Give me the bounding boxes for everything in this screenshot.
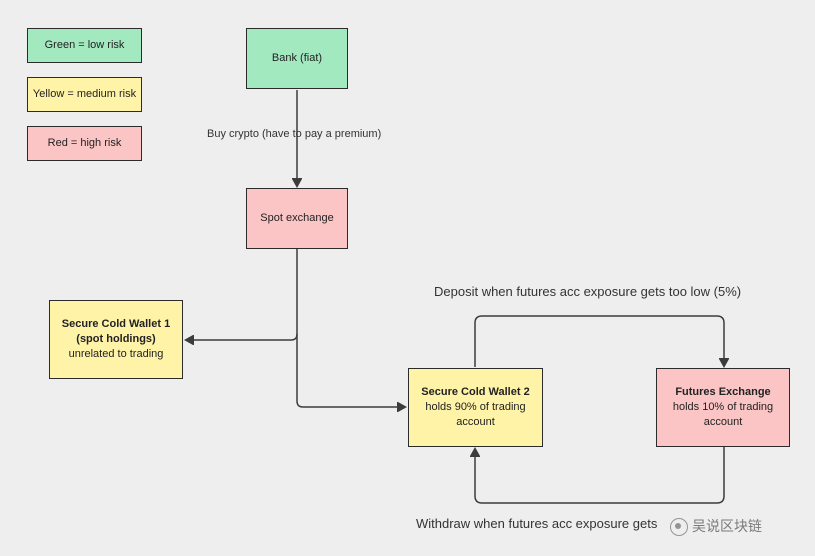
watermark-text: 吴说区块链 [692,518,762,534]
legend-high-risk: Red = high risk [27,126,142,161]
edge-deposit [474,315,724,367]
node-cold-wallet-2: Secure Cold Wallet 2 holds 90% of tradin… [408,368,543,447]
legend-low-risk-label: Green = low risk [44,39,125,51]
node-spot-exchange: Spot exchange [246,188,348,249]
node-futures-exchange-title: Futures Exchange [675,386,771,398]
node-cold-wallet-2-note-1: holds 90% of trading [425,401,526,413]
edge-label-deposit: Deposit when futures acc exposure gets t… [434,284,742,299]
node-cold-wallet-1-note: unrelated to trading [68,348,164,360]
edge-spot-to-cold-wallet-1 [186,249,298,340]
node-cold-wallet-2-title: Secure Cold Wallet 2 [421,386,530,398]
node-futures-exchange: Futures Exchange holds 10% of trading ac… [656,368,790,447]
legend-high-risk-label: Red = high risk [47,137,122,149]
node-spot-exchange-label: Spot exchange [260,212,334,224]
edge-label-withdraw: Withdraw when futures acc exposure gets [416,516,658,531]
node-cold-wallet-1-subtitle: (spot holdings) [76,333,156,345]
edge-withdraw [475,447,725,504]
node-cold-wallet-1: Secure Cold Wallet 1 (spot holdings) unr… [49,300,183,379]
edge-label-buy-crypto: Buy crypto (have to pay a premium) [207,128,382,140]
node-futures-exchange-note-1: holds 10% of trading [672,401,774,413]
watermark-logo-icon [670,518,688,537]
legend-low-risk: Green = low risk [27,28,142,63]
node-bank: Bank (fiat) [246,28,348,89]
edge-spot-to-cold-wallet-2 [296,334,405,407]
node-cold-wallet-2-note-2: account [456,416,495,428]
legend-medium-risk: Yellow = medium risk [27,77,142,112]
legend-medium-risk-label: Yellow = medium risk [32,88,137,100]
node-bank-label: Bank (fiat) [271,52,323,64]
node-cold-wallet-1-title: Secure Cold Wallet 1 [61,318,171,330]
watermark: 吴说区块链 [670,516,810,538]
node-futures-exchange-note-2: account [703,416,743,428]
